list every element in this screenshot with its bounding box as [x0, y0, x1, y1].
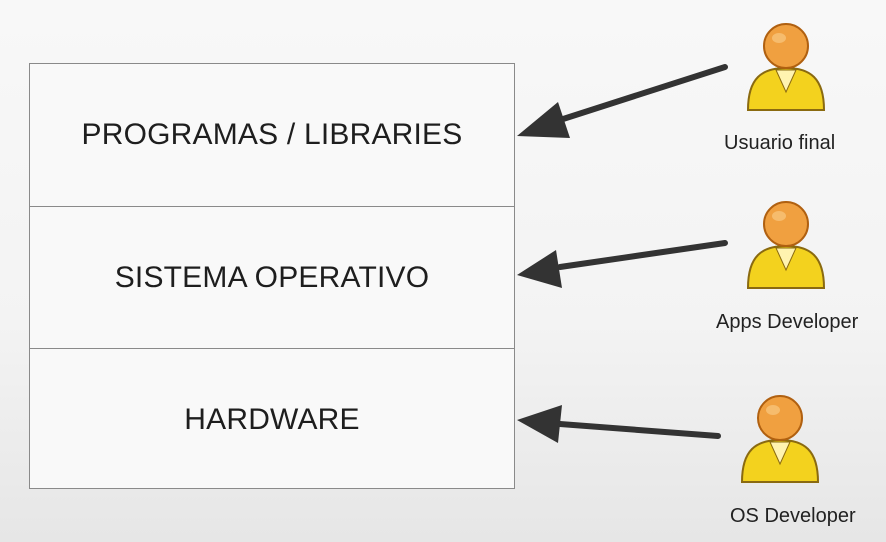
- layer-hardware-label: HARDWARE: [184, 402, 360, 436]
- arrow-apps-developer: [517, 240, 728, 288]
- user-icon: [746, 23, 826, 111]
- user-icon: [740, 395, 820, 483]
- actor-os-developer-label: OS Developer: [730, 505, 856, 527]
- actor-end-user-label: Usuario final: [724, 132, 836, 154]
- arrow-end-user: [517, 64, 728, 138]
- user-icon: [746, 201, 826, 289]
- actor-apps-developer-label: Apps Developer: [716, 311, 859, 333]
- layer-stack: PROGRAMAS / LIBRARIES SISTEMA OPERATIVO …: [29, 63, 515, 489]
- arrow-os-developer: [517, 405, 721, 443]
- layer-hardware: HARDWARE: [30, 348, 514, 490]
- layer-os: SISTEMA OPERATIVO: [30, 206, 514, 348]
- layer-os-label: SISTEMA OPERATIVO: [114, 260, 430, 294]
- layer-programs-label: PROGRAMAS / LIBRARIES: [81, 118, 463, 151]
- layer-programs: PROGRAMAS / LIBRARIES: [30, 64, 514, 206]
